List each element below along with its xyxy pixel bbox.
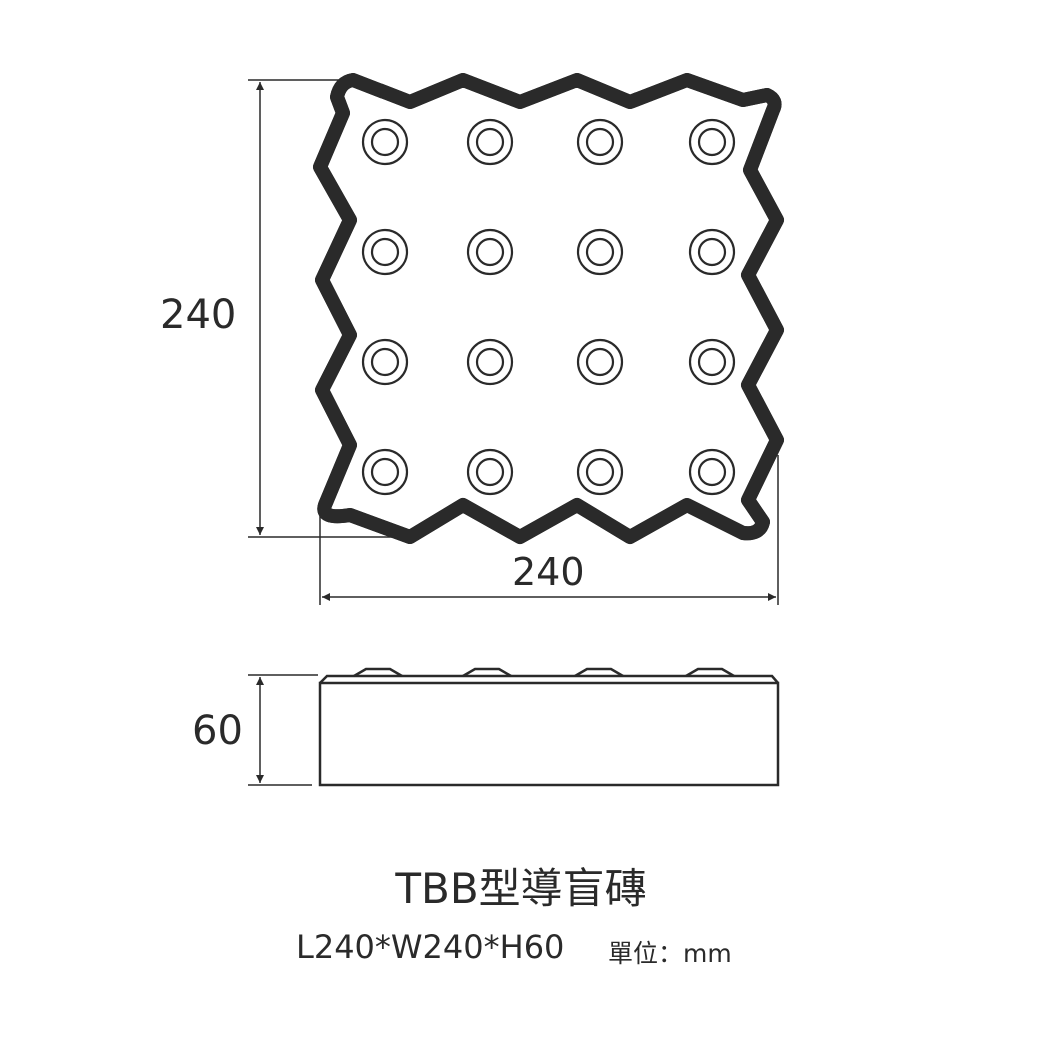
stud-outer-ring [576, 118, 624, 166]
stud-outer-ring [688, 338, 736, 386]
stud [576, 448, 624, 496]
stud [576, 228, 624, 276]
stud-outer-ring [466, 338, 514, 386]
stud-inner-ring [697, 457, 727, 487]
stud [361, 338, 409, 386]
height-dimension-label: 240 [160, 292, 237, 338]
stud [688, 448, 736, 496]
stud [576, 118, 624, 166]
unit-label: 單位：mm [608, 939, 732, 968]
product-title: TBB型導盲磚 [395, 864, 647, 913]
stud-outer-ring [688, 228, 736, 276]
stud [688, 118, 736, 166]
product-spec: L240*W240*H60 [296, 928, 565, 966]
stud-inner-ring [585, 347, 615, 377]
stud [361, 228, 409, 276]
stud [361, 448, 409, 496]
stud-inner-ring [370, 347, 400, 377]
stud-inner-ring [475, 457, 505, 487]
stud-inner-ring [697, 347, 727, 377]
tile-side-view [318, 667, 780, 787]
stud-inner-ring [475, 127, 505, 157]
dimension-height-top [248, 79, 405, 538]
stud-grid [361, 118, 736, 496]
stud-outer-ring [361, 338, 409, 386]
stud-inner-ring [697, 237, 727, 267]
stud-outer-ring [576, 448, 624, 496]
stud-outer-ring [361, 228, 409, 276]
stud-inner-ring [697, 127, 727, 157]
stud [466, 448, 514, 496]
stud [466, 118, 514, 166]
tile-outline-inner [320, 80, 777, 537]
stud [576, 338, 624, 386]
stud-outer-ring [466, 118, 514, 166]
stud-outer-ring [361, 118, 409, 166]
stud-outer-ring [688, 118, 736, 166]
stud-inner-ring [585, 127, 615, 157]
stud-outer-ring [466, 448, 514, 496]
stud-inner-ring [585, 457, 615, 487]
dimension-thickness [248, 674, 318, 786]
stud-inner-ring [585, 237, 615, 267]
stud-inner-ring [370, 457, 400, 487]
width-dimension-label: 240 [512, 550, 585, 594]
stud-outer-ring [688, 448, 736, 496]
stud [361, 118, 409, 166]
stud-outer-ring [361, 448, 409, 496]
stud-inner-ring [475, 347, 505, 377]
stud-outer-ring [576, 338, 624, 386]
stud [688, 228, 736, 276]
thickness-dimension-label: 60 [192, 708, 243, 754]
stud [466, 228, 514, 276]
stud-inner-ring [475, 237, 505, 267]
stud-outer-ring [576, 228, 624, 276]
tile-top-view [313, 73, 784, 544]
stud-outer-ring [466, 228, 514, 276]
stud [688, 338, 736, 386]
tile-outline-outer [313, 73, 784, 544]
stud-inner-ring [370, 127, 400, 157]
stud-inner-ring [370, 237, 400, 267]
stud [466, 338, 514, 386]
dimension-width-top [319, 455, 779, 605]
